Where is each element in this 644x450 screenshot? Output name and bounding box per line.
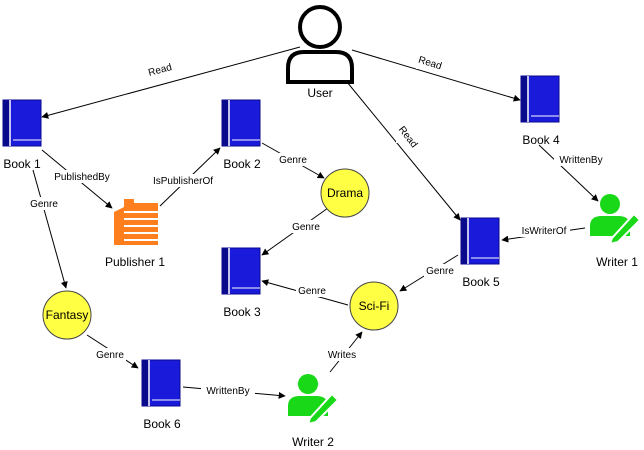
edge-book1-fantasy bbox=[32, 169, 68, 289]
node-label-user: User bbox=[307, 86, 332, 100]
svg-text:IsWriterOf: IsWriterOf bbox=[522, 226, 567, 237]
node-label-book6: Book 6 bbox=[143, 417, 181, 431]
node-label-book1: Book 1 bbox=[3, 157, 41, 171]
svg-text:PublishedBy: PublishedBy bbox=[54, 172, 110, 183]
svg-text:Genre: Genre bbox=[298, 286, 326, 297]
edge-label-writer1-book5: IsWriterOf bbox=[518, 224, 570, 237]
node-book2: Book 2 bbox=[221, 99, 261, 171]
edge-label-scifi-book3: Genre bbox=[296, 284, 328, 297]
genre-circle bbox=[42, 290, 92, 340]
edge-label-drama-book3: Genre bbox=[290, 220, 322, 233]
node-user: User bbox=[286, 5, 354, 100]
node-label-publisher1: Publisher 1 bbox=[105, 255, 165, 269]
node-book1: Book 1 bbox=[2, 99, 42, 171]
edge-user-book4 bbox=[351, 49, 521, 102]
node-book3: Book 3 bbox=[221, 247, 261, 319]
edge-label-user-book1: Read bbox=[146, 62, 174, 79]
svg-text:Genre: Genre bbox=[279, 155, 307, 166]
svg-text:WrittenBy: WrittenBy bbox=[206, 386, 249, 397]
node-writer1: Writer 1 bbox=[589, 193, 641, 269]
node-label-book4: Book 4 bbox=[522, 133, 560, 147]
writer-icon bbox=[589, 193, 641, 245]
node-label-fantasy: Fantasy bbox=[46, 308, 89, 322]
edge-label-writer2-scifi: Writes bbox=[326, 348, 358, 361]
node-publisher1: Publisher 1 bbox=[105, 199, 165, 269]
node-label-book2: Book 2 bbox=[223, 157, 261, 171]
edge-label-book2-drama: Genre bbox=[277, 153, 309, 166]
edge-user-book5 bbox=[346, 81, 461, 221]
svg-text:Genre: Genre bbox=[292, 222, 320, 233]
node-label-book5: Book 5 bbox=[462, 275, 500, 289]
node-book5: Book 5 bbox=[460, 217, 500, 289]
svg-text:Genre: Genre bbox=[30, 199, 58, 210]
factory-icon bbox=[114, 199, 158, 245]
svg-text:IsPublisherOf: IsPublisherOf bbox=[153, 176, 213, 187]
user-icon bbox=[286, 5, 354, 84]
node-book6: Book 6 bbox=[141, 359, 181, 431]
node-label-writer1: Writer 1 bbox=[596, 255, 638, 269]
svg-text:WrittenBy: WrittenBy bbox=[559, 155, 602, 166]
book-icon bbox=[2, 99, 42, 147]
node-label-writer2: Writer 2 bbox=[292, 435, 334, 449]
edge-label-fantasy-book6: Genre bbox=[94, 348, 126, 361]
edge-label-book1-publisher1: PublishedBy bbox=[52, 170, 112, 183]
writer-icon bbox=[287, 373, 339, 425]
node-book4: Book 4 bbox=[520, 75, 560, 147]
node-label-book3: Book 3 bbox=[223, 305, 261, 319]
genre-circle bbox=[349, 281, 399, 331]
edge-label-book6-writer2: WrittenBy bbox=[201, 384, 255, 397]
book-icon bbox=[221, 99, 261, 147]
book-icon bbox=[141, 359, 181, 407]
edge-label-book1-fantasy: Genre bbox=[28, 197, 60, 210]
svg-text:Genre: Genre bbox=[426, 266, 454, 277]
edge-label-book4-writer1: WrittenBy bbox=[554, 153, 608, 166]
svg-text:Genre: Genre bbox=[96, 350, 124, 361]
edge-label-user-book4: Read bbox=[416, 55, 444, 72]
edge-label-publisher1-book2: IsPublisherOf bbox=[148, 174, 218, 187]
edge-book4-writer1 bbox=[538, 144, 599, 202]
edge-user-book1 bbox=[41, 46, 301, 119]
node-writer2: Writer 2 bbox=[287, 373, 339, 449]
genre-circle bbox=[320, 168, 370, 218]
node-fantasy: Fantasy bbox=[42, 290, 92, 340]
book-icon bbox=[520, 75, 560, 123]
node-label-scifi: Sci-Fi bbox=[359, 299, 390, 313]
edge-label-book5-scifi: Genre bbox=[424, 264, 456, 277]
book-icon bbox=[221, 247, 261, 295]
svg-text:Writes: Writes bbox=[328, 350, 356, 361]
node-drama: Drama bbox=[320, 168, 370, 218]
node-label-drama: Drama bbox=[327, 186, 363, 200]
book-icon bbox=[460, 217, 500, 265]
node-scifi: Sci-Fi bbox=[349, 281, 399, 331]
